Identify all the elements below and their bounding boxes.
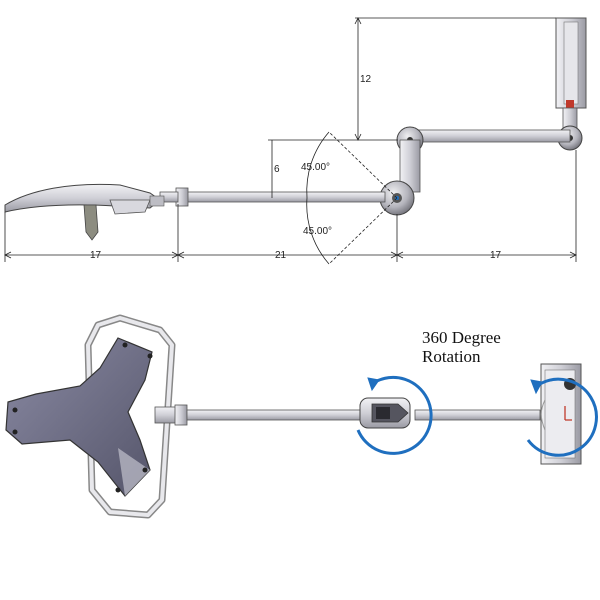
side-view: 12 6 45.00° 45.00°: [4, 17, 587, 265]
dimension-height-label: 12: [360, 74, 372, 85]
dimension-small-vertical: [268, 139, 355, 198]
elbow-link: [379, 139, 421, 216]
dimension-left-label: 17: [90, 250, 102, 261]
angle-lower-label: 45.00°: [303, 226, 332, 237]
dimension-horizontal: [4, 150, 577, 262]
rotation-arrow-mount: [526, 377, 598, 457]
wall-mount: [555, 17, 587, 109]
rotation-label-line1: 360 Degree: [422, 328, 501, 347]
light-head-top: [5, 337, 153, 497]
main-arm: [159, 187, 386, 207]
dimension-right-label: 17: [490, 250, 502, 261]
dimension-small-vertical-label: 6: [274, 164, 280, 175]
arm-top: [154, 404, 541, 426]
light-head-side: [4, 183, 165, 241]
elbow-joint-top: [359, 397, 411, 429]
upper-arm-right: [557, 107, 583, 151]
dimension-height: [354, 17, 556, 141]
angle-upper-label: 45.00°: [301, 162, 330, 173]
angle-arc: [306, 131, 398, 265]
dimension-middle-label: 21: [275, 250, 287, 261]
rotation-arrow-elbow: [356, 375, 433, 455]
handle-frame: [84, 314, 176, 519]
rotation-label-line2: Rotation: [422, 347, 481, 366]
top-view: 360 Degree Rotation: [5, 314, 598, 519]
upper-arm-horizontal: [396, 126, 571, 154]
